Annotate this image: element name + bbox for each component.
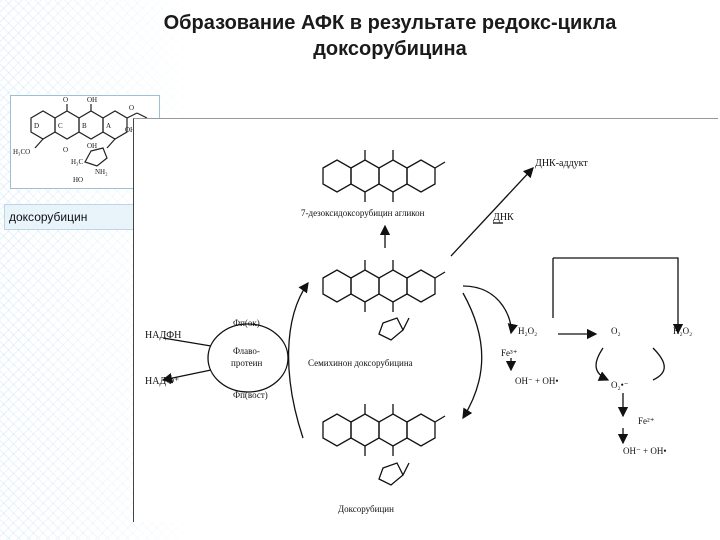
fe2-label: Fe²⁺ xyxy=(638,416,655,426)
dna-label: ДНК xyxy=(493,212,514,223)
superoxide-label: O₂•⁻ xyxy=(611,380,629,390)
title-line-2: доксорубицина xyxy=(313,38,467,60)
svg-text:O: O xyxy=(63,146,68,154)
scheme-drawing xyxy=(161,150,684,486)
semiquinone-structure xyxy=(322,260,446,341)
doxorubicin-label: Доксорубицин xyxy=(338,504,394,514)
semiquinone-label: Семихинон доксорубицина xyxy=(308,358,413,368)
nadp-label: НАДФ⁺ xyxy=(145,376,180,387)
aglycone-structure xyxy=(322,150,446,202)
thumbnail-caption: доксорубицин xyxy=(4,204,134,230)
oh-left-label: OH⁻ + OH• xyxy=(515,376,559,386)
redox-cycle-scheme: ДНК-аддукт ДНК 7-дезоксидоксорубицин агл… xyxy=(133,118,718,522)
fp-ox-label: Фп(ок) xyxy=(233,318,260,328)
flavo-label: Флаво- xyxy=(233,346,260,356)
svg-text:O: O xyxy=(129,104,134,112)
slide-title: Образование АФК в результате редокс-цикл… xyxy=(95,10,685,62)
protein-label: протеин xyxy=(231,358,263,368)
svg-text:OH: OH xyxy=(87,96,97,104)
fp-red-label: Фп(вост) xyxy=(233,390,268,400)
svg-text:C: C xyxy=(58,122,63,130)
nadph-label: НАДФН xyxy=(145,330,182,341)
svg-text:B: B xyxy=(82,122,87,130)
svg-text:H₃CO: H₃CO xyxy=(13,148,30,156)
doxorubicin-structure xyxy=(322,404,446,486)
svg-text:H₃C: H₃C xyxy=(71,158,83,166)
dna-adduct-label: ДНК-аддукт xyxy=(535,158,588,169)
svg-text:D: D xyxy=(34,122,39,130)
scheme-frame xyxy=(133,118,718,522)
svg-text:O: O xyxy=(63,96,68,104)
title-line-1: Образование АФК в результате редокс-цикл… xyxy=(163,12,617,34)
h2o2-right-label: H₂O₂ xyxy=(673,326,693,336)
fe3-label: Fe³⁺ xyxy=(501,348,518,358)
oh-right-label: OH⁻ + OH• xyxy=(623,446,667,456)
svg-text:OH: OH xyxy=(125,126,135,134)
o2-label: O₂ xyxy=(611,326,621,336)
aglycone-label: 7-дезоксидоксорубицин агликон xyxy=(301,208,425,218)
svg-text:OH: OH xyxy=(87,142,97,150)
svg-text:HO: HO xyxy=(73,176,83,184)
svg-text:NH₂: NH₂ xyxy=(95,168,108,176)
svg-text:A: A xyxy=(106,122,111,130)
h2o2-left-label: H₂O₂ xyxy=(518,326,538,336)
